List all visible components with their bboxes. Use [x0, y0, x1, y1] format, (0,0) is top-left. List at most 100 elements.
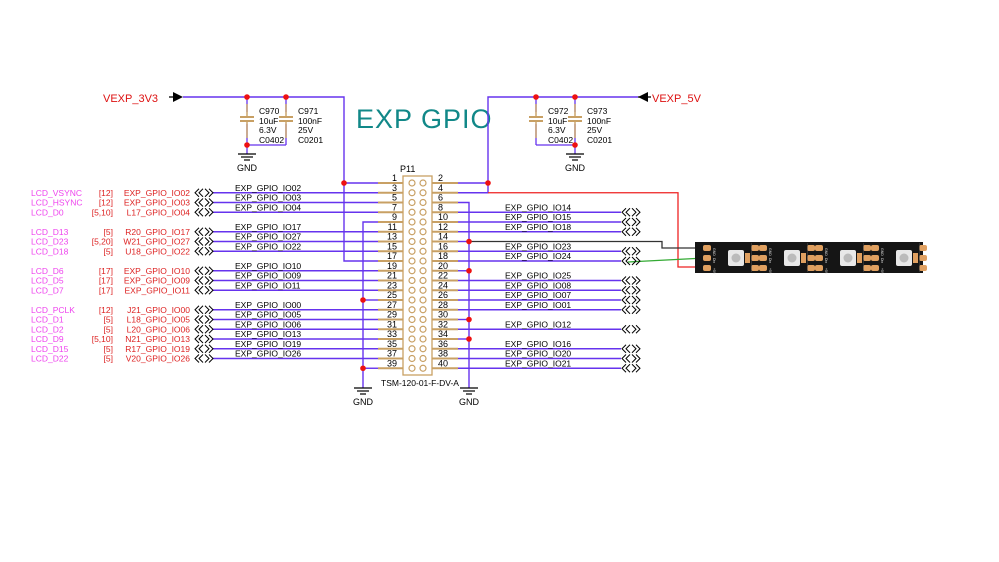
pin-hole	[408, 315, 416, 324]
pin-number: 2	[438, 173, 443, 183]
bidir-connector-icon	[625, 363, 631, 373]
strip-pad-label: GND	[712, 248, 716, 256]
pin-hole	[408, 325, 416, 333]
bidir-connector-icon	[625, 295, 631, 305]
pin-hole	[419, 267, 427, 275]
gnd-wire-right	[458, 201, 470, 388]
strip-pad-label: +5V	[768, 268, 772, 275]
junction-dot	[283, 94, 289, 100]
net-label: EXP_GPIO_IO16	[505, 339, 571, 349]
bidir-connector-icon	[621, 354, 627, 363]
fpga-net-label: R17_GPIO_IO19	[125, 344, 190, 354]
net-label: EXP_GPIO_IO19	[235, 339, 301, 349]
strip-pad	[751, 245, 759, 251]
bidir-connector-icon	[198, 354, 204, 363]
bidir-connector-icon	[194, 276, 200, 285]
pin-hole	[408, 198, 416, 207]
pin-number: 9	[392, 212, 397, 222]
page-ref: [5]	[104, 246, 113, 256]
bidir-connector-icon	[621, 246, 627, 256]
pin-hole	[419, 325, 427, 333]
pin-number: 10	[438, 212, 448, 222]
lcd-signal-label: LCD_D15	[31, 344, 69, 354]
cap-voltage: 25V	[587, 125, 602, 135]
strip-pad	[919, 265, 927, 271]
bidir-connector-icon	[204, 354, 210, 363]
bidir-connector-icon	[625, 227, 631, 237]
bidir-connector-icon	[635, 207, 641, 217]
strip-pad	[871, 245, 879, 251]
bidir-connector-icon	[208, 237, 214, 246]
pin-number: 25	[387, 290, 397, 300]
bidir-connector-icon	[625, 276, 631, 285]
strip-pad	[863, 265, 871, 271]
bidir-connector-icon	[204, 246, 210, 256]
bidir-connector-icon	[631, 344, 637, 354]
fpga-net-label: EXP_GPIO_IO09	[124, 276, 190, 286]
bidir-connector-icon	[631, 217, 637, 227]
pin-hole	[408, 364, 416, 372]
pin-number: 22	[438, 271, 448, 281]
bidir-connector-icon	[198, 198, 204, 207]
bidir-connector-icon	[198, 276, 204, 285]
junction-dot	[572, 94, 578, 100]
bidir-connector-icon	[625, 305, 631, 315]
bidir-connector-icon	[621, 295, 627, 305]
pin-number: 26	[438, 290, 448, 300]
pin-number: 12	[438, 222, 448, 232]
strip-din-wire	[627, 257, 706, 263]
pin-number: 32	[438, 319, 448, 329]
bidir-connector-icon	[208, 324, 214, 334]
bidir-connector-icon	[198, 344, 204, 354]
pin-hole	[419, 315, 427, 324]
pin-number: 1	[392, 173, 397, 183]
bidir-connector-icon	[204, 266, 210, 276]
led-lens	[731, 253, 741, 263]
pin-hole	[419, 286, 427, 294]
bidir-connector-icon	[194, 324, 200, 334]
net-label: EXP_GPIO_IO18	[505, 222, 571, 232]
page-ref: [5]	[104, 324, 113, 334]
bidir-connector-icon	[621, 276, 627, 285]
led-resistor	[913, 253, 918, 263]
junctions-layer	[244, 94, 578, 372]
bidir-connector-icon	[631, 256, 637, 266]
pin-hole	[419, 198, 427, 207]
lcd-signal-label: LCD_D2	[31, 324, 64, 334]
net-label: EXP_GPIO_IO03	[235, 193, 301, 203]
bidir-connector-icon	[635, 227, 641, 237]
strip-pad	[919, 255, 927, 261]
strip-pad	[807, 255, 815, 261]
bidir-connector-icon	[631, 285, 637, 295]
pin-number: 15	[387, 241, 397, 251]
capacitors-layer: C97010uF6.3VC0402C971100nF25VC0201C97210…	[239, 104, 612, 145]
pin-number: 20	[438, 261, 448, 271]
bidir-connector-icon	[208, 285, 214, 295]
pin-hole	[419, 335, 427, 343]
bidir-connector-icon	[194, 315, 200, 324]
pin-hole	[408, 237, 416, 246]
page-ref: [17]	[99, 266, 113, 276]
net-label: EXP_GPIO_IO05	[235, 310, 301, 320]
gnd-label: GND	[237, 163, 258, 173]
strip-pad-label: GND	[824, 248, 828, 256]
gnd-wire-left	[362, 221, 378, 388]
junction-dot	[466, 238, 472, 245]
lcd-signal-label: LCD_HSYNC	[31, 198, 83, 208]
connector-ref: P11	[400, 164, 415, 174]
fpga-net-label: EXP_GPIO_IO11	[124, 285, 190, 295]
bidir-connector-icon	[198, 285, 204, 295]
net-label: EXP_GPIO_IO22	[235, 241, 301, 251]
bidir-connector-icon	[198, 237, 204, 246]
pin-number: 8	[438, 202, 443, 212]
bidir-connector-icon	[198, 334, 204, 344]
bidir-connector-icon	[204, 324, 210, 334]
net-label: EXP_GPIO_IO20	[505, 349, 571, 359]
pin-number: 13	[387, 232, 397, 242]
bidir-connector-icon	[635, 344, 641, 354]
strip-pad	[759, 255, 767, 261]
bidir-connector-icon	[194, 266, 200, 276]
junction-dot	[341, 180, 347, 186]
